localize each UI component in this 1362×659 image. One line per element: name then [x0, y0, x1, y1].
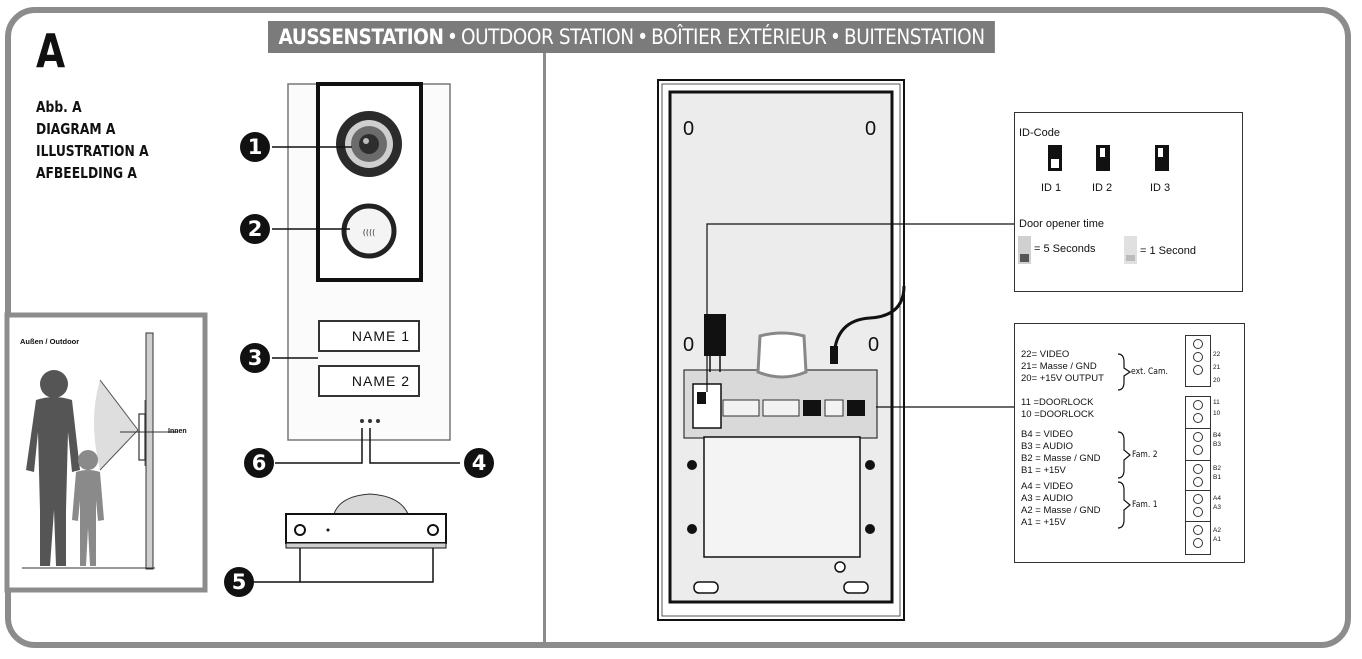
terminal-label: A2: [1213, 527, 1221, 534]
terminal-label: A1: [1213, 536, 1221, 543]
caption-fr: ILLUSTRATION A: [36, 142, 149, 160]
wiring-line: A2 = Masse / GND: [1021, 505, 1101, 516]
callout-1: 1: [240, 132, 270, 162]
banner-sep-3: •: [830, 25, 841, 49]
terminal-label: 20: [1213, 377, 1221, 384]
id-1-label: ID 1: [1041, 182, 1062, 194]
dip-switch-icons: [1018, 145, 1169, 264]
station-bottom-view: [285, 493, 447, 549]
callout-leaders: [252, 146, 460, 583]
terminal-label: B2: [1213, 465, 1221, 472]
wiring-line: A1 = +15V: [1021, 517, 1066, 528]
door-opener-title: Door opener time: [1019, 218, 1104, 230]
panel-mark-mid-left: 0: [683, 334, 695, 356]
group-ext-cam: ext. Cam.: [1131, 367, 1168, 377]
wiring-line: A3 = AUDIO: [1021, 493, 1074, 504]
wiring-line: A4 = VIDEO: [1021, 481, 1074, 492]
banner-sep-2: •: [637, 25, 648, 49]
banner-title-en: OUTDOOR STATION: [460, 25, 634, 49]
callout-3: 3: [240, 343, 270, 373]
caption-en: DIAGRAM A: [36, 120, 116, 138]
panel-mark-mid-right: 0: [868, 334, 880, 356]
terminal-label: A3: [1213, 504, 1221, 511]
banner-sep-1: •: [446, 25, 458, 49]
wiring-line: B3 = AUDIO: [1021, 441, 1074, 452]
wiring-braces: [1117, 353, 1132, 529]
callout-6: 6: [244, 448, 274, 478]
center-divider: [543, 40, 546, 648]
figure-letter: A: [36, 24, 66, 78]
outdoor-station-front: ((((: [287, 82, 451, 441]
terminal-label: B4: [1213, 432, 1221, 439]
panel-mark-top-left: 0: [683, 118, 695, 140]
terminal-label: B1: [1213, 474, 1221, 481]
wiring-box: [1014, 323, 1245, 563]
terminal-block-b2-b1: [1185, 460, 1211, 494]
group-fam-1: Fam. 1: [1132, 500, 1158, 510]
id-3-label: ID 3: [1150, 182, 1171, 194]
name-button-2: NAME 2: [318, 365, 420, 397]
id-code-title: ID-Code: [1019, 127, 1060, 139]
time-1-second: = 1 Second: [1140, 245, 1196, 257]
name-button-1: NAME 1: [318, 320, 420, 352]
terminal-label: 10: [1213, 410, 1221, 417]
adult-silhouette: [26, 370, 80, 566]
wiring-line: B1 = +15V: [1021, 465, 1066, 476]
wiring-line: B2 = Masse / GND: [1021, 453, 1101, 464]
group-fam-2: Fam. 2: [1132, 450, 1158, 460]
wiring-line: B4 = VIDEO: [1021, 429, 1074, 440]
terminal-label: A4: [1213, 495, 1221, 502]
terminal-label: 21: [1213, 364, 1221, 371]
terminal-block-b4-b3: [1185, 428, 1211, 462]
terminal-block-a4-a3: [1185, 490, 1211, 524]
caption-de: Abb. A: [36, 98, 82, 116]
id-2-label: ID 2: [1092, 182, 1113, 194]
banner-title-fr: BOÎTIER EXTÉRIEUR: [651, 25, 827, 49]
panel-mark-top-right: 0: [865, 118, 877, 140]
panel-leaders: [706, 223, 1014, 408]
wiring-line: 11 =DOORLOCK: [1021, 397, 1094, 408]
caption-nl: AFBEELDING A: [36, 164, 137, 182]
settings-box: [1014, 112, 1243, 292]
callout-2: 2: [240, 214, 270, 244]
wiring-line: 21= Masse / GND: [1021, 361, 1097, 372]
wiring-line: 10 =DOORLOCK: [1021, 409, 1095, 420]
terminal-block-ext-cam: [1185, 335, 1211, 387]
terminal-label: B3: [1213, 441, 1221, 448]
banner-title-de: AUSSENSTATION: [278, 25, 444, 49]
terminal-block-doorlock: [1185, 396, 1211, 432]
svg-text:((((: ((((: [363, 228, 375, 237]
back-panel: [657, 79, 906, 621]
indoor-label: Innen: [168, 428, 187, 435]
callout-4: 4: [464, 448, 494, 478]
terminal-block-a2-a1: [1185, 521, 1211, 555]
banner-title-nl: BUITENSTATION: [844, 25, 985, 49]
wiring-line: 20= +15V OUTPUT: [1021, 373, 1104, 384]
outdoor-label: Außen / Outdoor: [20, 337, 80, 346]
installation-scene: [4, 312, 208, 593]
terminal-label: 22: [1213, 351, 1221, 358]
child-silhouette: [72, 450, 104, 566]
time-5-seconds: = 5 Seconds: [1034, 243, 1096, 255]
wiring-line: 22= VIDEO: [1021, 349, 1070, 360]
callout-5: 5: [224, 567, 254, 597]
title-banner: AUSSENSTATION•OUTDOOR STATION•BOÎTIER EX…: [268, 21, 996, 53]
terminal-label: 11: [1213, 399, 1220, 406]
